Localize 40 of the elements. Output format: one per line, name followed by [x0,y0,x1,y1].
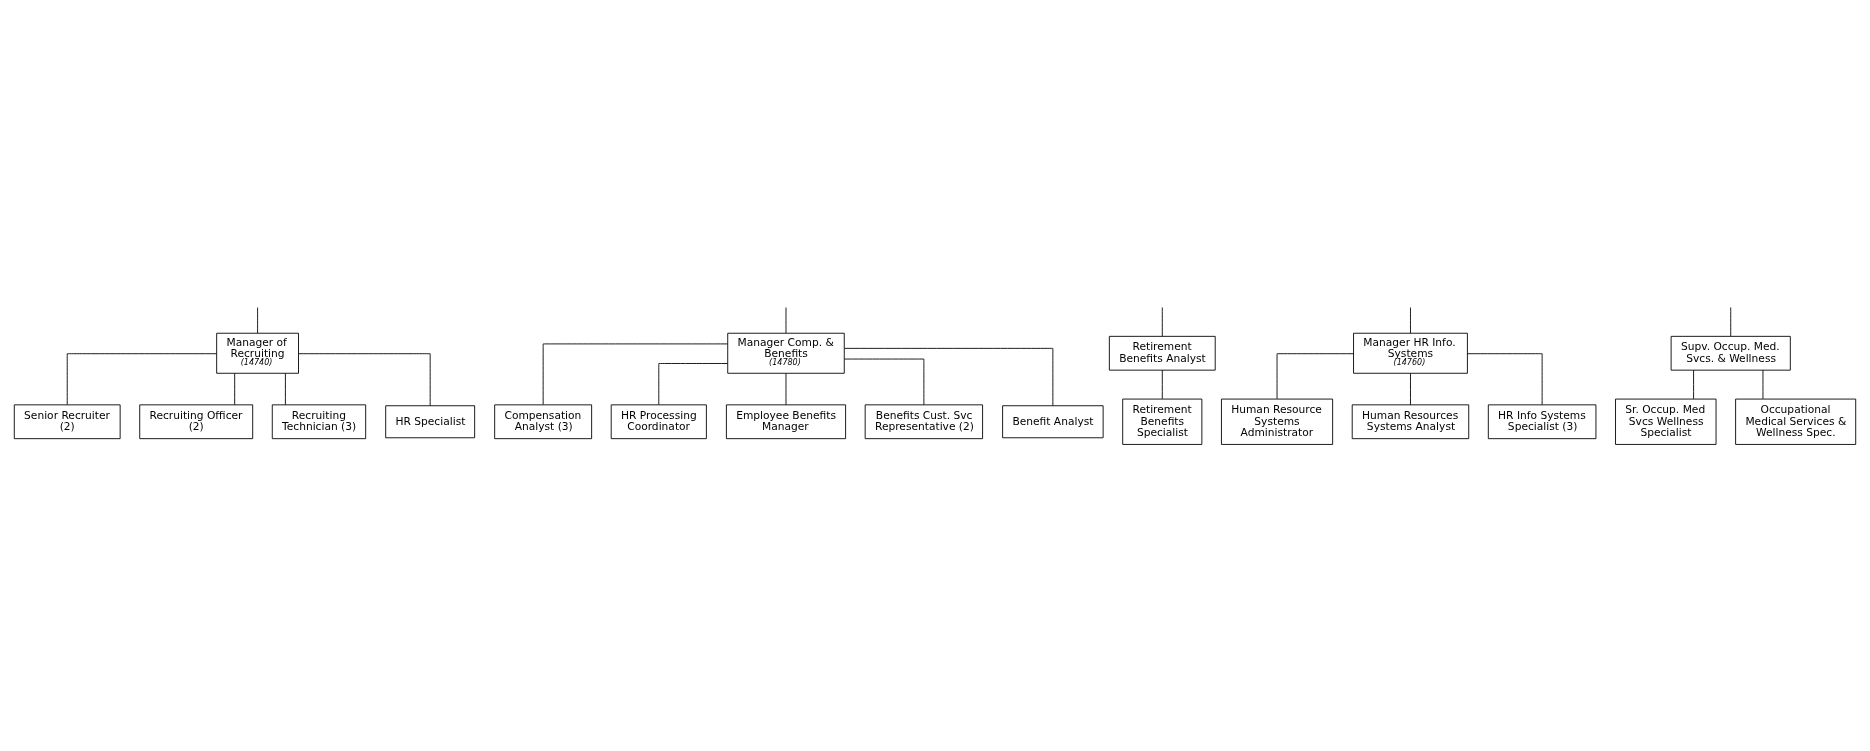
connector [1161,369,1163,400]
node-box: Manager HR Info. Systems (14760) [1353,332,1468,374]
node-box: Recruiting Officer (2) [139,404,254,440]
node-box: Benefit Analyst [1002,405,1104,439]
connector [298,353,431,407]
connector [1410,373,1411,406]
node-box: Manager of Recruiting (14740) [216,332,299,374]
node-box: Retirement Benefits Analyst [1108,335,1216,371]
node-box: Manager Comp. & Benefits (14780) [727,332,845,374]
node-box: Employee Benefits Manager [725,404,847,440]
connector [1161,307,1163,337]
node-box: Sr. Occup. Med Svcs Wellness Specialist [1615,398,1717,445]
connector [234,373,236,406]
connector [542,343,728,405]
node-box: HR Specialist [385,405,476,439]
connector [284,373,286,406]
connector [1762,369,1764,400]
connector [1467,353,1543,406]
connector [66,353,217,406]
connector [1410,307,1411,334]
node-box: Supv. Occup. Med. Svcs. & Wellness [1670,335,1791,371]
connector [785,373,787,406]
node-box: Retirement Benefits Specialist [1122,398,1203,445]
connector [257,307,259,334]
connector [1730,307,1732,337]
node-box: Compensation Analyst (3) [494,404,593,440]
node-box: Human Resources Systems Analyst [1351,404,1470,440]
node-box: Recruiting Technician (3) [271,404,367,440]
connector [785,307,787,334]
node-box: Senior Recruiter (2) [13,404,121,440]
connector [658,363,729,406]
connector [844,347,1054,406]
node-box: Benefits Cust. Svc Representative (2) [864,404,984,440]
node-box: HR Info Systems Specialist (3) [1487,404,1597,440]
connector [1276,353,1354,400]
node-box: Human Resource Systems Administrator [1221,398,1334,445]
connector [1693,369,1695,400]
node-box: HR Processing Coordinator [610,404,707,440]
node-box: Occupational Medical Services & Wellness Spec. [1735,398,1857,445]
connector [844,358,925,406]
